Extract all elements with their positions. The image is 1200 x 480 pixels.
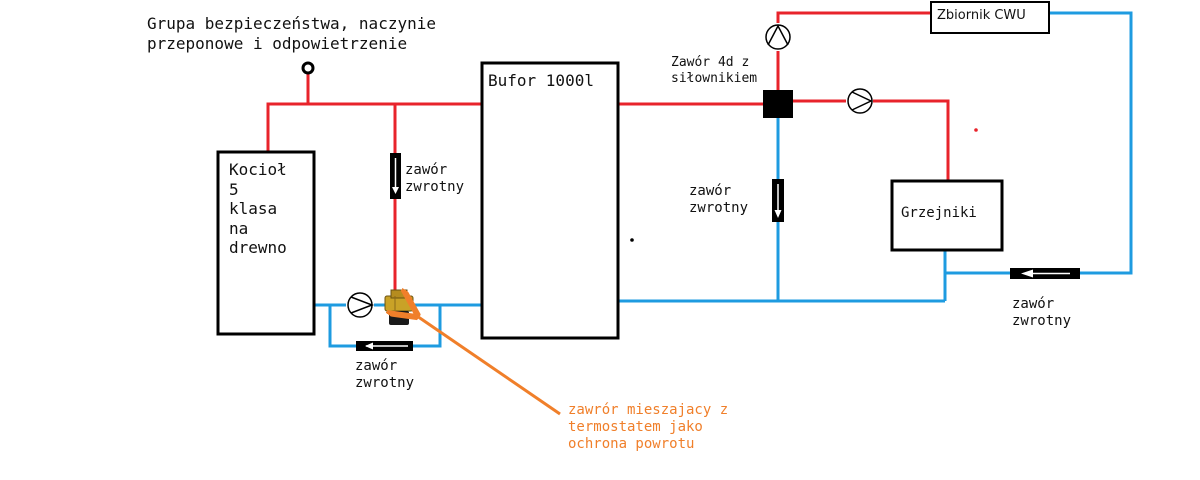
boiler-label: Kocioł 5 klasa na drewno bbox=[229, 160, 287, 258]
check-valve-icon bbox=[772, 179, 784, 222]
boiler-box bbox=[216, 150, 316, 336]
thermostatic-mixing-valve-icon bbox=[384, 289, 414, 325]
pump-icon bbox=[847, 88, 873, 114]
four-way-valve-icon bbox=[763, 90, 793, 118]
dhw-tank-label: Zbiornik CWU bbox=[937, 8, 1026, 23]
check-valve-icon bbox=[1010, 268, 1080, 279]
dot-mark bbox=[630, 238, 634, 242]
buffer-label: Bufor 1000l bbox=[488, 71, 594, 90]
radiators-label: Grzejniki bbox=[901, 205, 977, 221]
valve-4d-label: Zawór 4d z siłownikiem bbox=[671, 55, 758, 86]
dhw-tank-box bbox=[930, 1, 1050, 34]
check-valve-bypass-label: zawór zwrotny bbox=[405, 162, 465, 196]
check-valve-bottom-right-label: zawór zwrotny bbox=[1012, 296, 1072, 330]
pump-icon bbox=[347, 292, 375, 318]
dot-mark bbox=[974, 128, 978, 132]
check-valve-mid-label: zawór zwrotny bbox=[689, 183, 749, 217]
check-valve-bottom-left-label: zawór zwrotny bbox=[355, 358, 415, 392]
arrow-icon bbox=[414, 314, 561, 416]
pump-icon bbox=[765, 24, 791, 50]
radiators-box bbox=[890, 179, 1004, 252]
buffer-tank-box bbox=[480, 61, 620, 340]
safety-group-label: Grupa bezpieczeństwa, naczynie przeponow… bbox=[147, 14, 436, 53]
supply-pipes bbox=[266, 11, 950, 294]
check-valve-icon bbox=[356, 341, 413, 351]
mixing-valve-annotation: zawrór mieszajacy z termostatem jako och… bbox=[568, 402, 729, 453]
check-valve-icon bbox=[390, 153, 401, 199]
return-pipes bbox=[314, 11, 1133, 348]
safety-port-icon bbox=[301, 61, 315, 75]
